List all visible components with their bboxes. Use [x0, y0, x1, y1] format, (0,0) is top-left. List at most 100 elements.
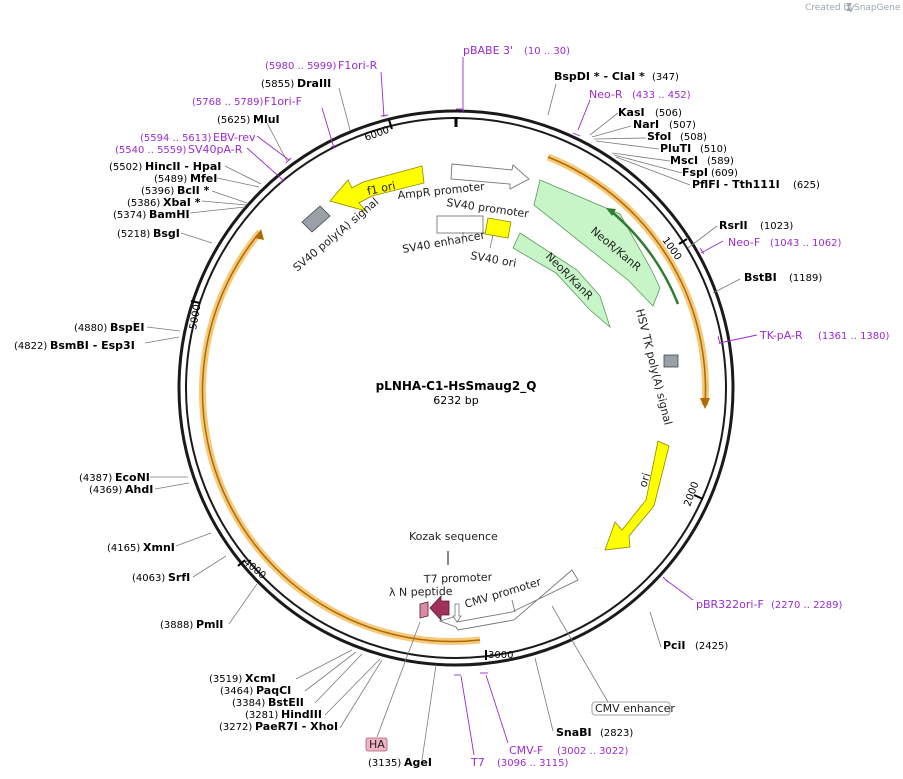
primer-f1ori-r: F1ori-R	[338, 59, 378, 72]
site-bamhi-pos: (5374)	[113, 210, 146, 221]
tick-label-3000: 3000	[488, 650, 513, 661]
site-bspei-pos: (4880)	[74, 323, 107, 334]
site-draiii: DraIII	[297, 77, 331, 90]
neo-primer-arc	[611, 211, 680, 305]
site-bspdi-clai: BspDI * - ClaI *	[554, 70, 645, 83]
primer-t7: T7	[470, 756, 485, 769]
site-pluti: PluTI	[660, 142, 691, 155]
tick-1000	[678, 238, 688, 245]
primer-sv40pa-r: SV40pA-R	[188, 143, 243, 156]
orf-arc-left	[199, 229, 481, 646]
snapgene-logo-icon	[846, 3, 852, 11]
site-pmli: PmlI	[196, 618, 223, 631]
ampr-promoter-arrow	[450, 163, 530, 190]
primer-tk-pa-r-range: (1361 .. 1380)	[818, 331, 890, 342]
f1-ori-arrow	[329, 165, 425, 212]
site-agei: AgeI	[404, 756, 432, 769]
site-snabi: SnaBI	[556, 726, 592, 739]
cmv-enhancer-label: CMV enhancer	[595, 702, 675, 715]
primer-pbabe3: pBABE 3'	[463, 44, 513, 57]
site-mfei: MfeI	[190, 172, 217, 185]
ha-label-box	[365, 737, 388, 752]
site-bspdi-clai-pos: (347)	[652, 72, 679, 83]
site-mlui: MluI	[253, 113, 280, 126]
cmv-promoter-arrow	[438, 569, 579, 631]
site-xmni-pos: (4165)	[107, 543, 140, 554]
tick-label-6000: 6000	[363, 125, 391, 144]
site-bsteii-pos: (3384)	[232, 698, 265, 709]
plasmid-length: 6232 bp	[433, 394, 478, 407]
site-xmni: XmnI	[143, 541, 175, 554]
site-econi: EcoNI	[115, 471, 150, 484]
sv40-polya-label: SV40 poly(A) signal	[291, 195, 382, 274]
site-xbai-pos: (5386)	[127, 198, 160, 209]
primer-sv40pa-r-range: (5540 .. 5559)	[115, 145, 187, 156]
site-bcli: BclI *	[177, 184, 210, 197]
orf-arc-right	[546, 153, 710, 409]
primer-pbr322ori-f: pBR322ori-F	[696, 598, 764, 611]
site-econi-pos: (4387)	[79, 473, 112, 484]
site-kasi: KasI	[618, 106, 645, 119]
ha-feature-box	[419, 601, 429, 619]
restriction-leaders	[144, 83, 741, 761]
lambda-n-arrow	[429, 594, 450, 622]
site-nari-pos: (507)	[669, 120, 696, 131]
site-bsmbi-esp3i: BsmBI - Esp3I	[50, 339, 135, 352]
neor-kanr-inner-arrow	[512, 232, 611, 329]
site-bamhi: BamHI	[149, 208, 190, 221]
site-rsrii: RsrII	[719, 219, 748, 232]
site-bsteii: BstEII	[268, 696, 304, 709]
site-bsgi: BsgI	[153, 227, 180, 240]
site-bstbi: BstBI	[744, 271, 777, 284]
site-sfoi-pos: (508)	[680, 132, 707, 143]
primer-neo-r-range: (433 .. 452)	[632, 90, 691, 101]
site-paer7i-xhoi-pos: (3272)	[219, 722, 252, 733]
primer-cmv-f-range: (3002 .. 3022)	[557, 746, 629, 757]
ticks	[190, 119, 704, 660]
hsv-tk-polya-box	[663, 354, 679, 368]
created-by-text: Created by	[805, 3, 855, 13]
site-hincii-hpai-pos: (5502)	[109, 162, 142, 173]
site-srfi-pos: (4063)	[132, 573, 165, 584]
site-hincii-hpai: HincII - HpaI	[145, 160, 221, 173]
site-ahdi: AhdI	[125, 483, 153, 496]
tick-5000	[190, 300, 201, 304]
site-msci: MscI	[670, 154, 698, 167]
site-pmli-pos: (3888)	[160, 620, 193, 631]
ori-label: ori	[636, 471, 653, 489]
primer-leaders	[246, 57, 758, 756]
sv40-ori-box	[484, 217, 512, 239]
site-pflfi-tth111i-pos: (625)	[793, 180, 820, 191]
site-srfi: SrfI	[168, 571, 190, 584]
t7-promoter-arrow	[452, 603, 462, 623]
snapgene-brand-text: SnapGene	[854, 3, 901, 13]
site-sfoi: SfoI	[647, 130, 671, 143]
site-xcmi-pos: (3519)	[209, 674, 242, 685]
primer-cmv-f: CMV-F	[509, 744, 543, 757]
site-mfei-pos: (5489)	[154, 174, 187, 185]
sv40-enhancer-box	[436, 215, 484, 234]
primer-ebv-rev: EBV-rev	[213, 131, 256, 144]
site-pluti-pos: (510)	[700, 144, 727, 155]
site-bsgi-pos: (5218)	[117, 229, 150, 240]
neor-kanr-inner-label: NeoR/KanR	[543, 250, 596, 303]
site-ahdi-pos: (4369)	[89, 485, 122, 496]
site-pflfi-tth111i: PflFI - Tth111I	[692, 178, 780, 191]
f1-ori-label: f1 ori	[366, 179, 397, 198]
site-nari: NarI	[633, 118, 659, 131]
site-pcii-pos: (2425)	[695, 641, 728, 652]
ori-arrow	[604, 440, 670, 551]
primer-f1ori-r-range: (5980 .. 5999)	[265, 61, 337, 72]
site-fspi: FspI	[682, 166, 708, 179]
site-hindiii: HindIII	[281, 708, 322, 721]
primer-f1ori-f: F1ori-F	[264, 95, 302, 108]
site-snabi-pos: (2823)	[600, 728, 633, 739]
primer-pbabe3-range: (10 .. 30)	[524, 46, 570, 57]
site-paqci: PaqCI	[256, 684, 291, 697]
site-rsrii-pos: (1023)	[760, 221, 793, 232]
sv40-polya-box	[301, 205, 331, 233]
tick-6000	[388, 119, 393, 130]
site-draiii-pos: (5855)	[261, 79, 294, 90]
site-msci-pos: (589)	[707, 156, 734, 167]
